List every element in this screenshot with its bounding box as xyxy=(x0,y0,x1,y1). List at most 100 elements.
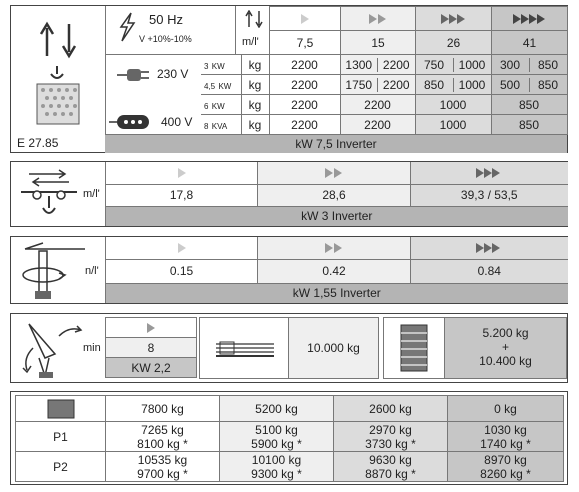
trolley-inverter: kW 3 Inverter xyxy=(105,205,568,226)
load-cell: 1750 xyxy=(345,77,373,92)
slewing-speed: 0.84 xyxy=(410,258,568,284)
luffing-power: KW 2,2 xyxy=(105,357,197,378)
load-value: 3730 kg * xyxy=(365,436,416,451)
load-cell: 1000 xyxy=(414,94,492,115)
load-cell: 2200 xyxy=(339,114,416,135)
load-value: 9630 kg xyxy=(369,452,412,467)
trolley-speed-3-icon xyxy=(410,162,568,185)
load-cell: 850 xyxy=(423,77,445,92)
load-cell: 1000 xyxy=(414,114,492,135)
load-value: 7265 kg xyxy=(141,422,184,437)
counterweight-bottom: 10.400 kg xyxy=(479,354,532,368)
slewing-crane-icon xyxy=(22,242,85,299)
power-unit: KW xyxy=(211,61,225,71)
counterweight-box: 5.200 kg + 10.400 kg xyxy=(383,317,567,379)
ballast-blocks-icon xyxy=(216,341,274,357)
luffing-table: 8 KW 2,2 xyxy=(105,317,197,378)
speed-4-icon xyxy=(491,6,568,31)
load-value: 5900 kg * xyxy=(251,436,302,451)
hoist-icon-cell: E 27.85 xyxy=(11,6,106,152)
trolley-speed-2-icon xyxy=(257,162,411,185)
unit-kg: kg xyxy=(240,94,270,115)
trolley-panel: m/l' 17,8 28,6 39,3 / 53,5 kW 3 Inverter xyxy=(10,161,568,227)
speed-2-icon xyxy=(340,6,416,31)
power-supply-cell: 50 Hz V +10%-10% xyxy=(105,6,235,54)
load-value: 9300 kg * xyxy=(251,466,302,481)
slewing-speed-3-icon xyxy=(410,237,568,260)
load-cell: 2200 xyxy=(268,54,341,75)
lightning-icon xyxy=(119,12,136,42)
load-cell: 2200 xyxy=(339,94,416,115)
power-value: 4,5 xyxy=(204,81,216,91)
hoist-panel: E 27.85 50 Hz V +10%-10% m/l' 7,5 15 26 … xyxy=(10,5,568,153)
speed-value: 15 xyxy=(340,30,416,55)
supply-frequency: 50 Hz xyxy=(149,12,183,27)
up-down-arrows-icon xyxy=(245,10,263,28)
speed-3-icon xyxy=(415,6,492,31)
ballast-box: 10.000 kg xyxy=(199,317,379,379)
row-label-p1: P1 xyxy=(15,421,106,452)
luffing-jib-icon xyxy=(22,323,83,378)
voltage-400: 400 V xyxy=(161,115,193,129)
slewing-inverter: kW 1,55 Inverter xyxy=(105,282,568,303)
speed-value: 26 xyxy=(415,30,492,55)
trolley-speed: 17,8 xyxy=(105,183,258,207)
power-unit: KW xyxy=(211,101,225,111)
voltage-230: 230 V xyxy=(157,67,189,81)
trolley-unit: m/l' xyxy=(83,188,100,200)
load-value: 8870 kg * xyxy=(365,466,416,481)
trolley-icon-cell: m/l' xyxy=(11,162,106,226)
slewing-table: 0.15 0.42 0.84 kW 1,55 Inverter xyxy=(105,237,568,303)
power-value: 3 xyxy=(204,61,209,71)
hoist-icon xyxy=(36,21,80,125)
slewing-speed: 0.42 xyxy=(257,258,411,284)
luffing-unit: min xyxy=(83,342,101,354)
trolley-speed-1-icon xyxy=(105,162,258,185)
row-label-p2: P2 xyxy=(15,451,106,482)
luffing-panel: min 8 KW 2,2 10.000 kg 5.200 kg + 10.400… xyxy=(10,313,568,383)
trolley-speed: 28,6 xyxy=(257,183,411,207)
power-unit: KVA xyxy=(211,121,228,131)
hoist-code: E 27.85 xyxy=(17,136,59,150)
luffing-icon-cell: min xyxy=(11,314,105,382)
slewing-speed-2-icon xyxy=(257,237,411,260)
trolley-speed: 39,3 / 53,5 xyxy=(410,183,568,207)
load-cell: 2200 xyxy=(268,94,341,115)
hoist-power-table: 3 KW kg 2200 1300 2200 750 1000 300 850 4,5… xyxy=(201,54,568,135)
load-value: 8100 kg * xyxy=(137,436,188,451)
load-cell: 850 xyxy=(528,77,567,92)
load-cell: 750 xyxy=(423,57,445,72)
load-cell: 850 xyxy=(490,114,568,135)
load-cell: 300 xyxy=(499,57,521,72)
load-value: 9700 kg * xyxy=(137,466,188,481)
unit-kg: kg xyxy=(240,114,270,135)
slewing-speed: 0.15 xyxy=(105,258,258,284)
load-value: 2970 kg xyxy=(369,422,412,437)
power-value: 8 xyxy=(204,121,209,131)
load-cell: 2200 xyxy=(377,57,415,72)
counterweight-top: 5.200 kg xyxy=(482,326,529,340)
load-value: 5100 kg xyxy=(255,422,298,437)
load-value: 10535 kg xyxy=(137,452,188,467)
load-cell: 2200 xyxy=(377,77,415,92)
plug-230-cell: 230 V xyxy=(105,54,201,95)
load-header: 2600 kg xyxy=(333,395,448,422)
ballast-icon-cell xyxy=(200,318,289,378)
load-cell: 2200 xyxy=(268,114,341,135)
load-cell: 1300 xyxy=(345,57,373,72)
ballast-weight: 10.000 kg xyxy=(289,318,378,378)
load-value: 1740 kg * xyxy=(480,436,531,451)
counterweight-values: 5.200 kg + 10.400 kg xyxy=(445,318,566,378)
slewing-unit: n/l' xyxy=(85,265,99,277)
load-cell: 500 xyxy=(499,77,521,92)
load-value: 1030 kg xyxy=(484,422,527,437)
load-value: 8970 kg xyxy=(484,452,527,467)
slewing-panel: n/l' 0.15 0.42 0.84 kW 1,55 Inverter xyxy=(10,236,568,304)
load-cell: 850 xyxy=(528,57,567,72)
load-header: 7800 kg xyxy=(105,395,220,422)
power-value: 6 xyxy=(204,101,209,111)
weight-block-icon xyxy=(47,399,74,418)
plug-icon xyxy=(117,69,149,81)
counterweight-icon-cell xyxy=(384,318,445,378)
